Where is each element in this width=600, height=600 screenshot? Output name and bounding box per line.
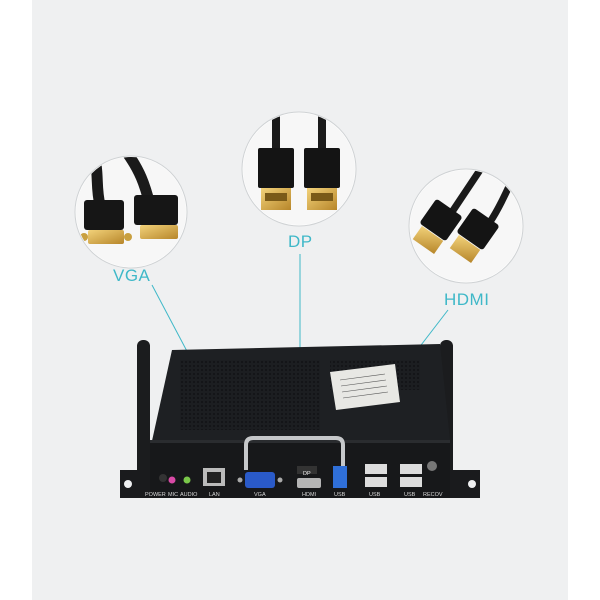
hdmi-label: HDMI [444,290,490,309]
port-label-lan: LAN [209,492,220,498]
port-label-usb-2: USB [369,492,381,498]
port-label-usb-1: USB [334,492,346,498]
vga-label: VGA [113,266,151,285]
port-label-usb-3: USB [404,492,416,498]
port-label-audio: AUDIO [180,492,198,498]
hdmi-cable-icon [408,168,524,284]
port-label-hdmi: HDMI [302,492,317,498]
port-label-mic: MIC [168,492,179,498]
port-label-power: POWER [145,492,166,498]
port-label-dp: DP [303,471,311,477]
displayport-cable-icon [241,111,357,227]
device-ports [159,461,437,488]
vga-cable-icon [74,155,188,269]
port-label-vga: VGA [254,492,266,498]
dp-label: DP [288,232,313,251]
port-label-recovery: RECOV [423,492,443,498]
device-body [120,344,480,498]
